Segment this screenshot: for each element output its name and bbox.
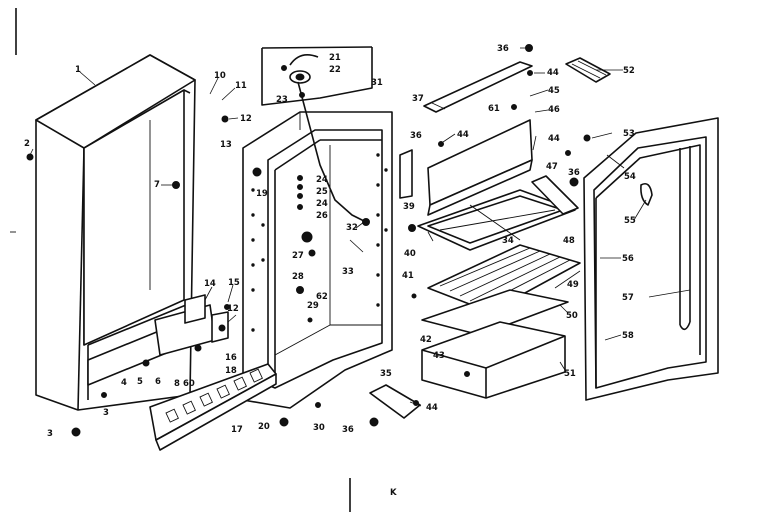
callout-47: 47 bbox=[546, 162, 558, 172]
callout-7: 7 bbox=[154, 180, 160, 190]
callout-4: 4 bbox=[121, 378, 127, 388]
callout-14: 14 bbox=[204, 279, 216, 289]
switch-bracket bbox=[261, 46, 373, 106]
left-shelf-support bbox=[399, 149, 413, 199]
callout-31: 31 bbox=[371, 78, 383, 88]
callout-3b: 3 bbox=[103, 408, 109, 418]
callout-36b: 36 bbox=[410, 131, 422, 141]
callout-6: 6 bbox=[155, 377, 161, 387]
callout-49: 49 bbox=[567, 280, 579, 290]
callout-8: 8 bbox=[174, 379, 180, 389]
callout-53: 53 bbox=[623, 129, 635, 139]
callout-29: 29 bbox=[307, 301, 319, 311]
callout-57: 57 bbox=[622, 293, 634, 303]
callout-10: 10 bbox=[214, 71, 226, 81]
crisper-cover bbox=[421, 289, 569, 336]
grille bbox=[149, 363, 277, 451]
callout-16: 16 bbox=[225, 353, 237, 363]
callout-5: 5 bbox=[137, 377, 143, 387]
callout-62: 62 bbox=[316, 292, 328, 302]
top-rail-37 bbox=[423, 61, 533, 113]
callout-39: 39 bbox=[403, 202, 415, 212]
outer-cabinet bbox=[35, 54, 196, 411]
callout-55: 55 bbox=[624, 216, 636, 226]
callout-labels: 1 2 3 3 4 5 6 7 8 60 10 11 12 12 13 14 1… bbox=[24, 44, 636, 439]
liner-holes bbox=[251, 153, 388, 332]
callout-26: 26 bbox=[316, 211, 328, 221]
callout-40: 40 bbox=[404, 249, 416, 259]
callout-1: 1 bbox=[75, 65, 81, 75]
callout-58: 58 bbox=[622, 331, 634, 341]
callout-52: 52 bbox=[623, 66, 635, 76]
callout-12b: 12 bbox=[227, 304, 239, 314]
callout-3: 3 bbox=[47, 429, 53, 439]
callout-20: 20 bbox=[258, 422, 270, 432]
callout-36c: 36 bbox=[568, 168, 580, 178]
callout-41: 41 bbox=[402, 271, 414, 281]
evaporator-door bbox=[427, 119, 533, 216]
callout-48: 48 bbox=[563, 236, 575, 246]
callout-56: 56 bbox=[622, 254, 634, 264]
lower-hinge-parts bbox=[142, 294, 229, 367]
callout-12: 12 bbox=[240, 114, 252, 124]
callout-44d: 44 bbox=[426, 403, 438, 413]
callout-37: 37 bbox=[412, 94, 424, 104]
top-trim-52 bbox=[565, 57, 611, 83]
door-handle bbox=[640, 182, 653, 206]
callout-33: 33 bbox=[342, 267, 354, 277]
leader-lines bbox=[29, 47, 691, 407]
callout-30: 30 bbox=[313, 423, 325, 433]
callout-42: 42 bbox=[420, 335, 432, 345]
callout-13: 13 bbox=[220, 140, 232, 150]
bottom-mark: K bbox=[390, 488, 397, 498]
callout-36d: 36 bbox=[342, 425, 354, 435]
callout-27: 27 bbox=[292, 251, 304, 261]
callout-60: 60 bbox=[183, 379, 195, 389]
callout-54: 54 bbox=[624, 172, 636, 182]
door bbox=[583, 117, 719, 401]
crisper-pan bbox=[421, 321, 566, 399]
callout-51: 51 bbox=[564, 369, 576, 379]
callout-50: 50 bbox=[566, 311, 578, 321]
callout-11: 11 bbox=[235, 81, 247, 91]
bottom-hinge-35 bbox=[369, 384, 421, 419]
capillary-wire bbox=[297, 81, 367, 223]
callout-17: 17 bbox=[231, 425, 243, 435]
callout-36: 36 bbox=[497, 44, 509, 54]
callout-24b: 24 bbox=[316, 199, 328, 209]
callout-34: 34 bbox=[502, 236, 514, 246]
callout-25: 25 bbox=[316, 187, 328, 197]
callout-44c: 44 bbox=[548, 134, 560, 144]
callout-18: 18 bbox=[225, 366, 237, 376]
callout-44b: 44 bbox=[457, 130, 469, 140]
callout-24: 24 bbox=[316, 175, 328, 185]
callout-32: 32 bbox=[346, 223, 358, 233]
callout-2: 2 bbox=[24, 139, 30, 149]
callout-44: 44 bbox=[547, 68, 559, 78]
callout-22: 22 bbox=[329, 65, 341, 75]
callout-23: 23 bbox=[276, 95, 288, 105]
callout-46: 46 bbox=[548, 105, 560, 115]
callout-43: 43 bbox=[433, 351, 445, 361]
callout-35: 35 bbox=[380, 369, 392, 379]
callout-28: 28 bbox=[292, 272, 304, 282]
callout-21: 21 bbox=[329, 53, 341, 63]
callout-45: 45 bbox=[548, 86, 560, 96]
callout-61: 61 bbox=[488, 104, 500, 114]
callout-19: 19 bbox=[256, 189, 268, 199]
callout-15: 15 bbox=[228, 278, 240, 288]
shelf-bracket-47 bbox=[531, 175, 579, 215]
